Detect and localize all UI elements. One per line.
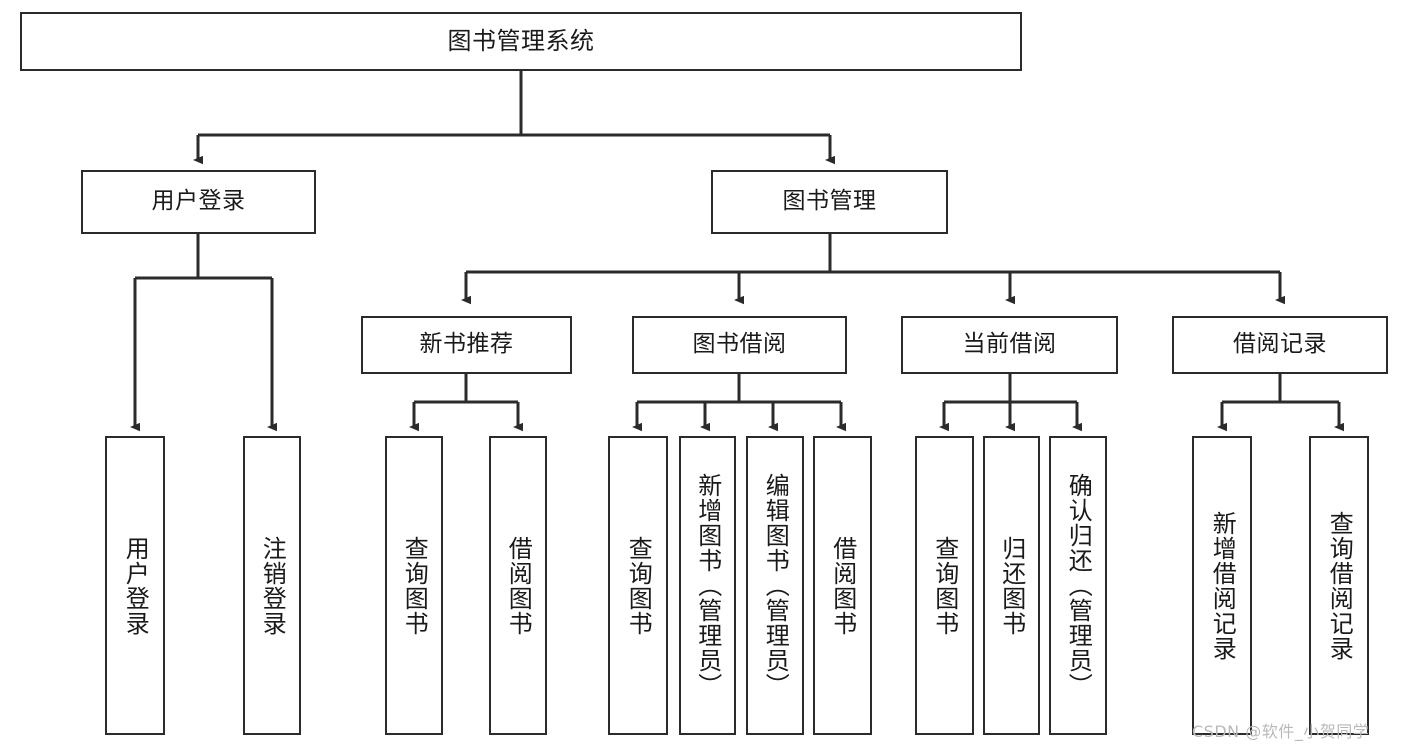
node-label: 归还图书 xyxy=(997,535,1026,636)
node-label: 用户登录 xyxy=(121,535,150,636)
node-label: 当前借阅 xyxy=(962,331,1057,358)
node-label: 查询图书 xyxy=(624,535,653,636)
node-label: 新书推荐 xyxy=(419,331,514,358)
node-label: 借阅图书 xyxy=(828,535,857,636)
node-leaf-query-book-2[interactable]: 查询图书 xyxy=(608,436,668,735)
node-label: 编辑图书（管理员） xyxy=(761,473,790,698)
node-leaf-query-book-3[interactable]: 查询图书 xyxy=(915,436,974,735)
node-leaf-confirm-return[interactable]: 确认归还（管理员） xyxy=(1049,436,1107,735)
node-label: 图书管理系统 xyxy=(447,27,595,56)
node-new-book-recommend[interactable]: 新书推荐 xyxy=(361,316,572,374)
node-leaf-return-book[interactable]: 归还图书 xyxy=(983,436,1040,735)
node-leaf-edit-book[interactable]: 编辑图书（管理员） xyxy=(746,436,804,735)
node-label: 查询图书 xyxy=(930,535,959,636)
node-current-borrow[interactable]: 当前借阅 xyxy=(901,316,1118,374)
node-user-login[interactable]: 用户登录 xyxy=(81,170,316,234)
node-label: 图书借阅 xyxy=(692,331,787,358)
node-label: 用户登录 xyxy=(151,188,246,215)
node-leaf-add-book[interactable]: 新增图书（管理员） xyxy=(679,436,736,735)
node-label: 借阅记录 xyxy=(1233,331,1327,358)
node-leaf-borrow-book-1[interactable]: 借阅图书 xyxy=(489,436,547,735)
node-leaf-logout-login[interactable]: 注销登录 xyxy=(243,436,301,735)
node-label: 查询图书 xyxy=(400,535,429,636)
node-book-management[interactable]: 图书管理 xyxy=(711,170,948,234)
node-book-borrow[interactable]: 图书借阅 xyxy=(632,316,847,374)
node-label: 借阅图书 xyxy=(504,535,533,636)
node-label: 注销登录 xyxy=(258,535,287,636)
node-leaf-borrow-book-2[interactable]: 借阅图书 xyxy=(813,436,872,735)
node-label: 图书管理 xyxy=(782,188,877,215)
csdn-watermark: CSDN @软件_小贺同学 xyxy=(1192,722,1370,741)
node-leaf-query-record[interactable]: 查询借阅记录 xyxy=(1309,436,1369,735)
node-root-system[interactable]: 图书管理系统 xyxy=(20,12,1022,71)
node-leaf-add-record[interactable]: 新增借阅记录 xyxy=(1192,436,1252,735)
node-label: 确认归还（管理员） xyxy=(1064,473,1093,698)
node-label: 新增图书（管理员） xyxy=(693,473,722,698)
node-borrow-record[interactable]: 借阅记录 xyxy=(1172,316,1388,374)
node-label: 查询借阅记录 xyxy=(1325,510,1354,661)
node-leaf-query-book-1[interactable]: 查询图书 xyxy=(385,436,443,735)
node-leaf-user-login[interactable]: 用户登录 xyxy=(105,436,165,735)
node-label: 新增借阅记录 xyxy=(1208,510,1237,661)
